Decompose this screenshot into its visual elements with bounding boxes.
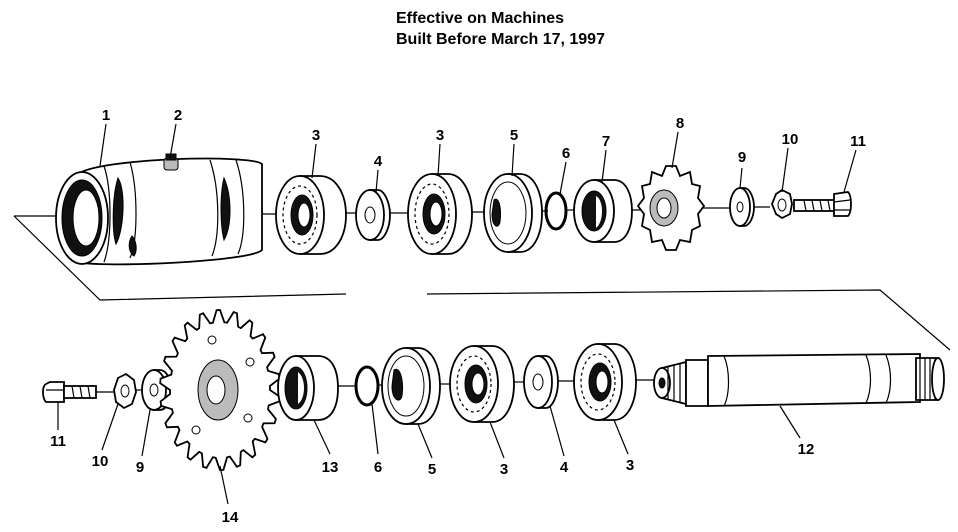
callout-7: 7 [602,133,610,150]
callout-2: 2 [174,107,182,124]
callout-5-top: 5 [510,127,518,144]
part-14-large-sprocket [159,309,281,471]
part-5-cup-top [483,173,543,253]
part-12-shaft [653,353,945,407]
callout-11-top: 11 [850,133,866,150]
part-1-housing [55,153,263,266]
part-3-bearing-top-b [407,173,473,255]
callout-9-bottom: 9 [136,459,144,476]
part-4-spacer-top [355,189,391,241]
callout-3-top-b: 3 [436,127,444,144]
callout-3-bottom-b: 3 [626,457,634,474]
callout-14: 14 [222,509,239,526]
part-11-bolt-bottom [42,381,97,403]
callout-5-bottom: 5 [428,461,436,478]
title-line-1: Effective on Machines [396,10,565,27]
callout-11-bottom: 11 [50,433,66,450]
callout-12: 12 [798,441,815,458]
part-7-collar [573,179,633,243]
callout-labels: 1 2 3 4 3 5 6 7 8 9 10 11 11 10 9 14 13 … [50,107,866,526]
diagram-title: Effective on Machines Built Before March… [396,8,605,50]
callout-4-top: 4 [374,153,383,170]
part-6-ring-top [544,191,568,231]
part-3-bearing-bottom-a [449,345,515,423]
callout-3-top-a: 3 [312,127,320,144]
callout-10-top: 10 [782,131,799,148]
part-9-washer-top [729,187,755,227]
part-11-bolt-top [793,191,852,217]
callout-4-bottom: 4 [560,459,569,476]
callout-6-bottom: 6 [374,459,382,476]
title-line-2: Built Before March 17, 1997 [396,31,605,48]
leader-lines [57,123,857,505]
part-8-small-sprocket [636,165,706,251]
part-3-bearing-top-a [275,175,347,255]
callout-3-bottom-a: 3 [500,461,508,478]
callout-8: 8 [676,115,684,132]
part-13-collar [277,355,339,421]
part-4-spacer-bottom [523,355,559,409]
part-6-ring-bottom [354,365,380,407]
callout-10-bottom: 10 [92,453,109,470]
part-10-lockwasher-top [771,188,793,220]
callout-6-top: 6 [562,145,570,162]
callout-13: 13 [322,459,339,476]
callout-1: 1 [102,107,110,124]
part-3-bearing-bottom-b [573,343,637,421]
callout-9-top: 9 [738,149,746,166]
part-5-cup-bottom [381,347,441,425]
part-10-lockwasher-bottom [113,372,137,410]
